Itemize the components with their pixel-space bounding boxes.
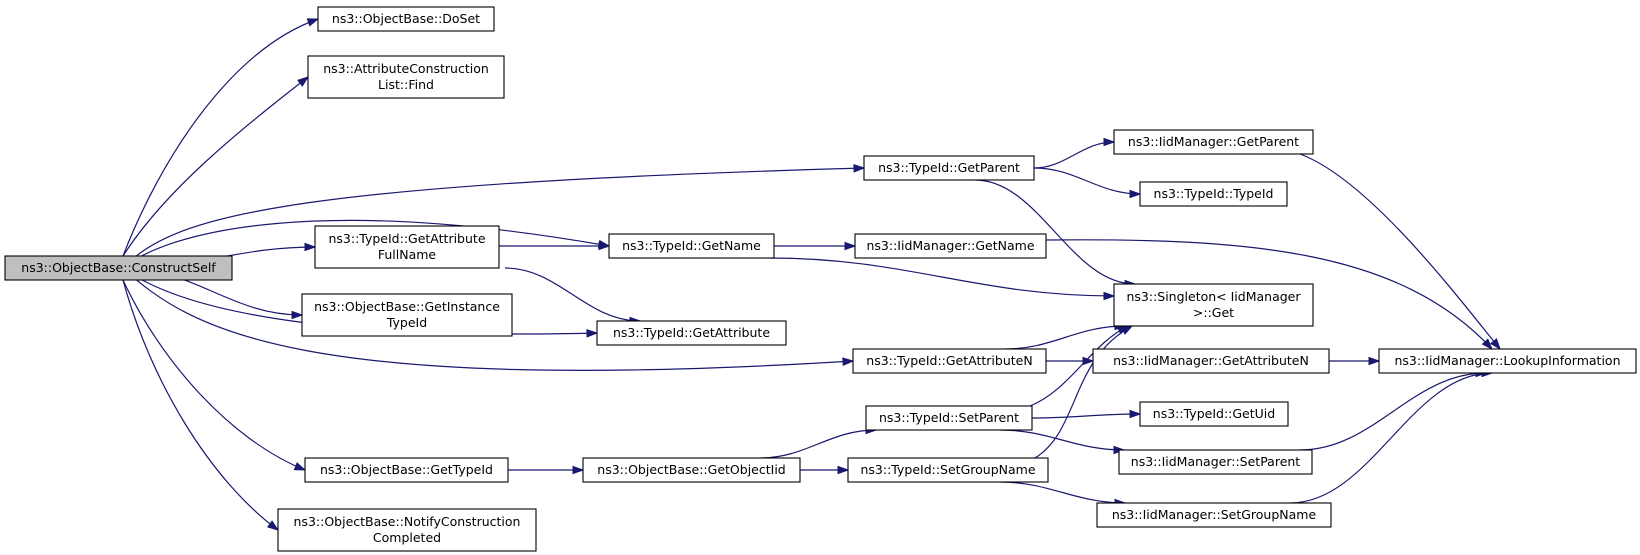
- node-label: List::Find: [378, 77, 434, 92]
- node-iid-setparent[interactable]: ns3::IidManager::SetParent: [1118, 449, 1313, 475]
- node-typeid-getname[interactable]: ns3::TypeId::GetName: [608, 233, 775, 259]
- node-singleton-get[interactable]: ns3::Singleton< IidManager >::Get: [1113, 283, 1314, 327]
- node-typeid-getparent[interactable]: ns3::TypeId::GetParent: [863, 155, 1035, 181]
- node-label: ns3::TypeId::GetAttribute: [328, 231, 485, 246]
- edge-iid-getname-to-iid-lookupinfo: [1045, 239, 1494, 351]
- node-label: ns3::TypeId::TypeId: [1154, 186, 1274, 201]
- edge-typeid-getparent-to-typeid-typeid: [1033, 167, 1142, 199]
- node-label: >::Get: [1193, 305, 1234, 320]
- node-label: ns3::TypeId::GetAttribute: [613, 325, 770, 340]
- node-label: ns3::ObjectBase::NotifyConstruction: [294, 514, 521, 529]
- node-label: ns3::IidManager::SetGroupName: [1112, 507, 1317, 522]
- node-iid-getname[interactable]: ns3::IidManager::GetName: [854, 233, 1047, 259]
- node-label: TypeId: [386, 315, 427, 330]
- node-label: FullName: [378, 247, 437, 262]
- node-typeid-getattributen[interactable]: ns3::TypeId::GetAttributeN: [852, 348, 1047, 374]
- edge-construct-self-to-gettypeid: [122, 279, 307, 471]
- edge-construct-self-to-notifyconstruction: [122, 279, 280, 531]
- edge-typeid-getattrfullname-to-typeid-getname: [498, 241, 611, 251]
- edge-construct-self-to-typeid-getattributen: [122, 267, 855, 371]
- node-label: ns3::IidManager::GetAttributeN: [1113, 353, 1309, 368]
- node-iid-setgroupname[interactable]: ns3::IidManager::SetGroupName: [1096, 502, 1332, 528]
- node-construct-self[interactable]: ns3::ObjectBase::ConstructSelf: [4, 255, 233, 281]
- edge-iid-getattributen-to-iid-lookupinfo: [1329, 356, 1381, 366]
- edge-iid-setgroupname-to-iid-lookupinfo: [1289, 368, 1494, 504]
- node-iid-getattributen[interactable]: ns3::IidManager::GetAttributeN: [1092, 348, 1330, 374]
- node-label: ns3::Singleton< IidManager: [1126, 289, 1301, 304]
- node-label: ns3::ObjectBase::GetTypeId: [320, 462, 493, 477]
- edge-typeid-setparent-to-iid-setparent: [999, 429, 1126, 455]
- node-label: ns3::TypeId::GetParent: [878, 160, 1020, 175]
- node-typeid-setgroupname[interactable]: ns3::TypeId::SetGroupName: [847, 457, 1049, 483]
- node-iid-getparent[interactable]: ns3::IidManager::GetParent: [1113, 129, 1314, 155]
- node-typeid-getuid[interactable]: ns3::TypeId::GetUid: [1139, 401, 1289, 427]
- edge-typeid-setparent-to-typeid-getuid: [1031, 409, 1142, 419]
- function-nodes: ns3::ObjectBase::ConstructSelfns3::Objec…: [4, 6, 1637, 552]
- node-label: ns3::IidManager::GetParent: [1128, 134, 1299, 149]
- edge-typeid-getname-to-singleton-get: [769, 257, 1116, 301]
- edge-iid-getparent-to-iid-lookupinfo: [1299, 153, 1501, 351]
- edge-construct-self-to-acl-find: [122, 76, 310, 257]
- node-label: ns3::ObjectBase::DoSet: [332, 11, 480, 26]
- edge-construct-self-to-do-set: [122, 18, 320, 257]
- node-label: ns3::ObjectBase::GetInstance: [314, 299, 500, 314]
- edge-typeid-setgroupname-to-singleton-get: [1034, 325, 1134, 459]
- edge-typeid-getparent-to-iid-getparent: [1033, 137, 1116, 169]
- edge-construct-self-to-typeid-getparent: [122, 163, 866, 269]
- node-label: ns3::TypeId::GetUid: [1153, 406, 1275, 421]
- node-typeid-getattribute[interactable]: ns3::TypeId::GetAttribute: [596, 320, 787, 346]
- node-getobjectiid[interactable]: ns3::ObjectBase::GetObjectIid: [582, 457, 801, 483]
- edge-gettypeid-to-getobjectiid: [508, 465, 585, 475]
- node-label: ns3::IidManager::SetParent: [1131, 454, 1301, 469]
- edge-typeid-getname-to-iid-getname: [773, 241, 857, 251]
- node-do-set[interactable]: ns3::ObjectBase::DoSet: [317, 6, 495, 32]
- node-label: ns3::ObjectBase::ConstructSelf: [21, 260, 216, 275]
- node-gettypeid[interactable]: ns3::ObjectBase::GetTypeId: [304, 457, 509, 483]
- node-label: Completed: [373, 530, 441, 545]
- node-notifyconstruction[interactable]: ns3::ObjectBase::NotifyConstructionCompl…: [277, 508, 537, 552]
- node-typeid-typeid[interactable]: ns3::TypeId::TypeId: [1139, 181, 1288, 207]
- node-label: ns3::ObjectBase::GetObjectIid: [597, 462, 785, 477]
- node-label: ns3::IidManager::LookupInformation: [1394, 353, 1620, 368]
- edge-typeid-getattrfullname-to-typeid-getattribute: [504, 267, 642, 326]
- node-iid-lookupinfo[interactable]: ns3::IidManager::LookupInformation: [1378, 348, 1637, 374]
- node-label: ns3::TypeId::GetAttributeN: [866, 353, 1032, 368]
- node-label: ns3::TypeId::GetName: [622, 238, 761, 253]
- edge-getobjectiid-to-typeid-setgroupname: [800, 465, 850, 475]
- node-label: ns3::IidManager::GetName: [866, 238, 1034, 253]
- edge-getobjectiid-to-typeid-setparent: [759, 425, 878, 459]
- node-label: ns3::TypeId::SetGroupName: [860, 462, 1035, 477]
- node-typeid-setparent[interactable]: ns3::TypeId::SetParent: [865, 405, 1033, 431]
- node-label: ns3::TypeId::SetParent: [879, 410, 1019, 425]
- node-label: ns3::AttributeConstruction: [323, 61, 489, 76]
